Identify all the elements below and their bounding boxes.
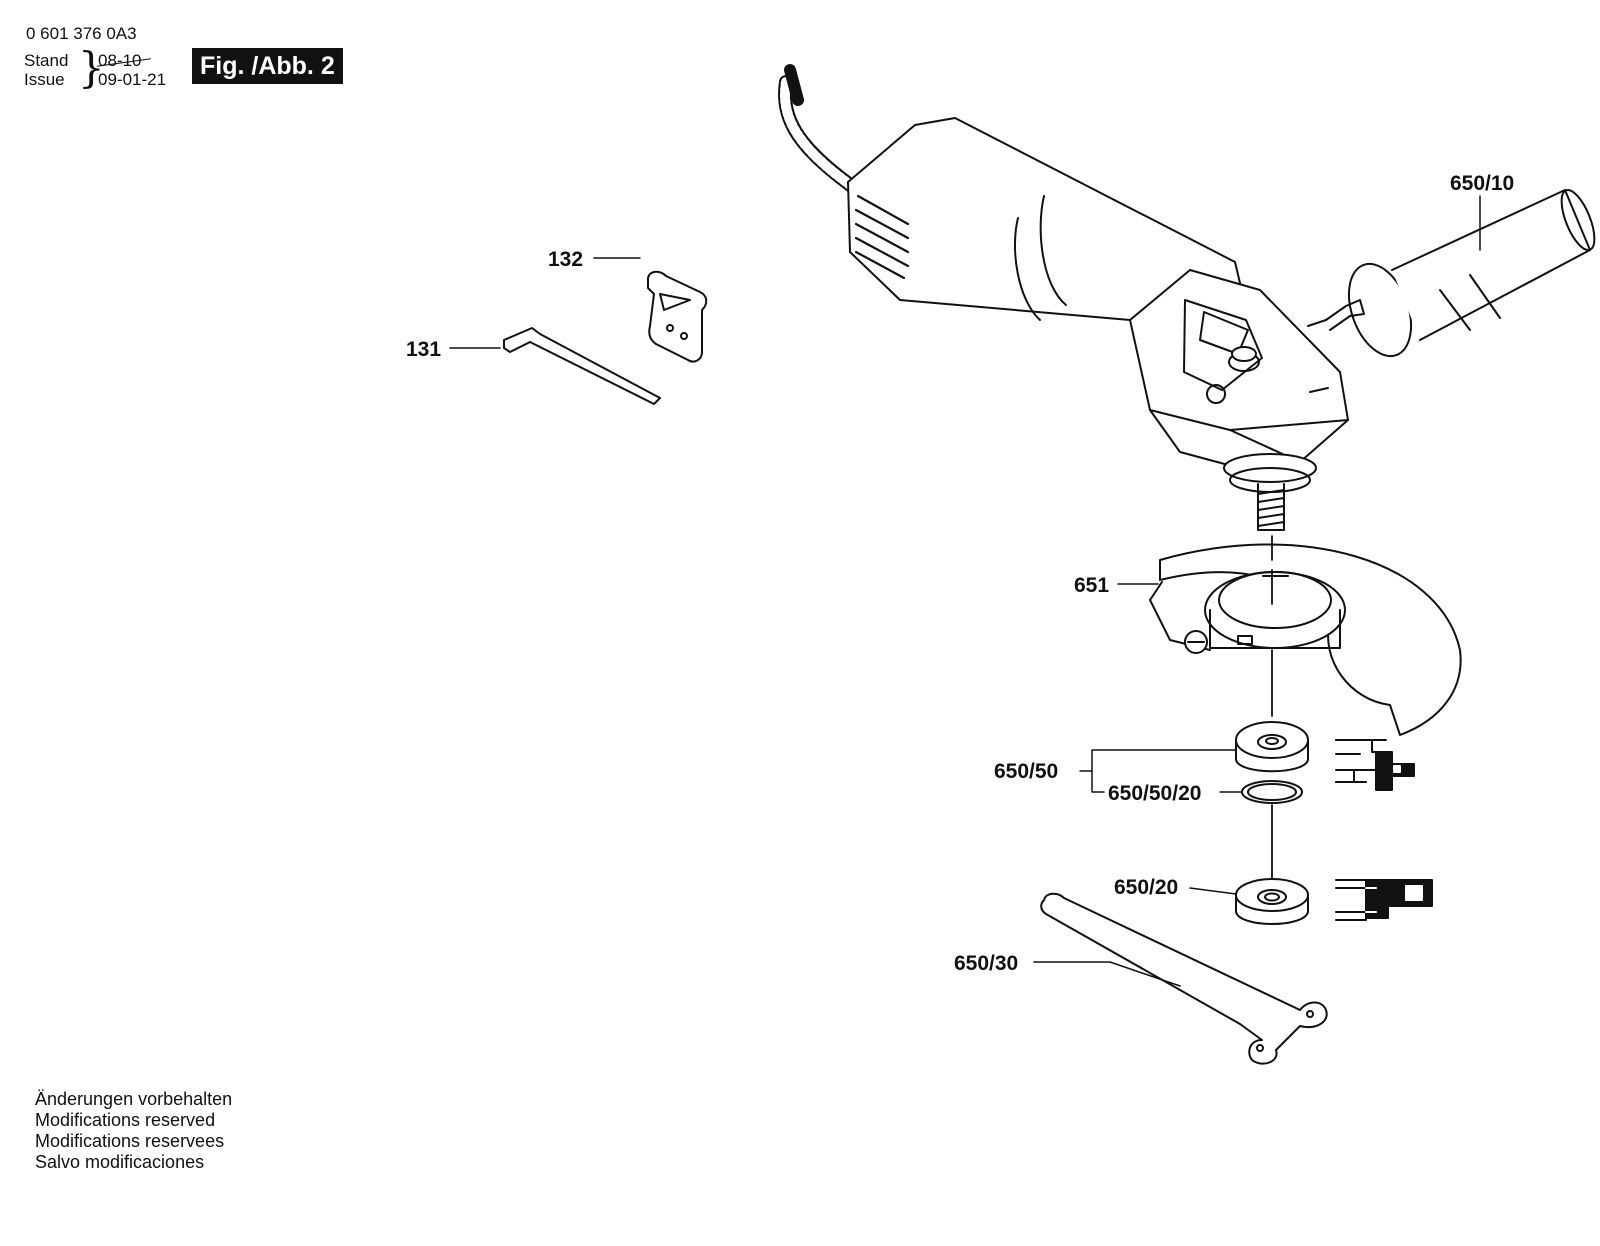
callout-650-20: 650/20 xyxy=(1114,876,1178,899)
stand-date: 08-10 xyxy=(98,51,142,70)
issue-label: Issue xyxy=(24,70,65,89)
auxiliary-handle xyxy=(1307,188,1596,358)
callout-650-50-20: 650/50/20 xyxy=(1108,782,1201,805)
note-german: Änderungen vorbehalten xyxy=(35,1089,233,1109)
issue-date: 09-01-21 xyxy=(98,70,167,89)
o-ring-inner xyxy=(1247,783,1297,801)
wheel-guard xyxy=(1149,543,1462,736)
hex-key xyxy=(503,327,661,405)
brace-icon: } xyxy=(78,43,105,92)
document-number: 0 601 376 0A3 xyxy=(26,24,137,43)
callout-650-50: 650/50 xyxy=(994,760,1058,783)
angle-grinder-body xyxy=(847,117,1349,531)
power-cord xyxy=(778,64,867,199)
callout-650-10: 650/10 xyxy=(1450,172,1514,195)
note-english: Modifications reserved xyxy=(35,1110,216,1130)
flange-profile-icon-upper xyxy=(1335,739,1415,791)
nut-profile-icon-lower xyxy=(1335,879,1433,921)
callout-131: 131 xyxy=(406,338,441,361)
flange-650-50 xyxy=(1235,721,1309,773)
figure-tag: Fig. /Abb. 2 xyxy=(192,48,343,84)
callout-132: 132 xyxy=(548,248,583,271)
modifications-note: Änderungen vorbehalten Modifications res… xyxy=(35,1089,232,1173)
two-pin-spanner xyxy=(1040,892,1328,1065)
callout-650-30: 650/30 xyxy=(954,952,1018,975)
callout-651: 651 xyxy=(1074,574,1109,597)
leader-lines xyxy=(449,195,1481,987)
vent-slots xyxy=(854,194,910,280)
note-spanish: Salvo modificaciones xyxy=(35,1152,205,1172)
bracket-part xyxy=(647,270,708,363)
note-french: Modifications reservees xyxy=(35,1131,225,1151)
lock-nut-650-20 xyxy=(1235,878,1309,925)
stand-label: Stand xyxy=(24,51,69,70)
